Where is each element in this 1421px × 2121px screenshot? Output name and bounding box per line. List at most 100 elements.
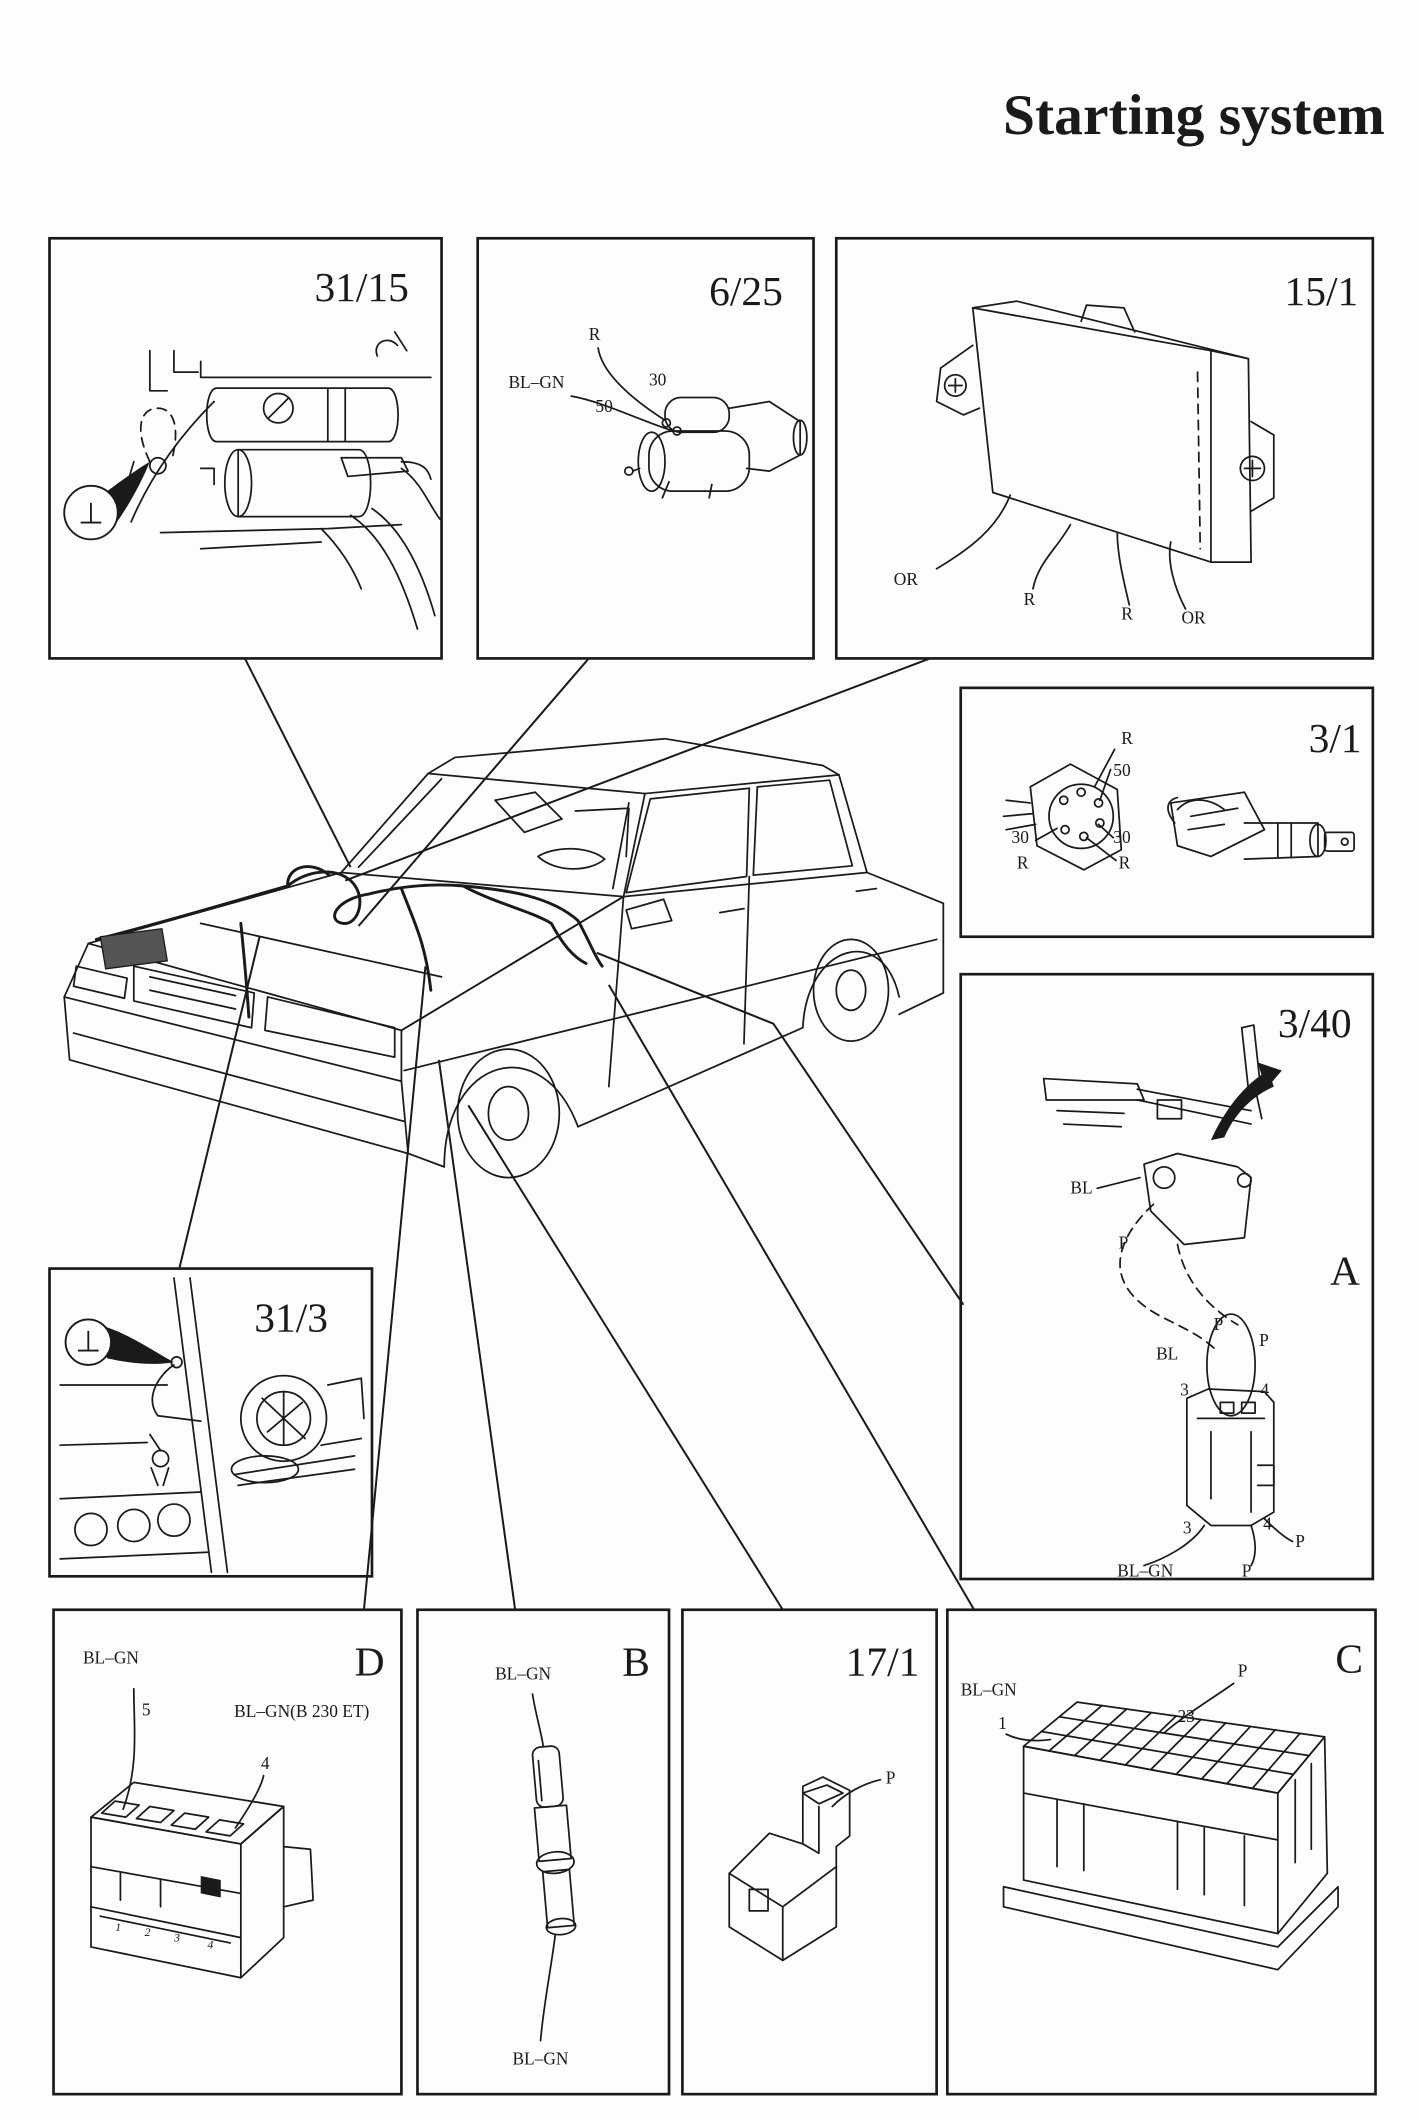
line-art-stroke <box>1243 459 1262 478</box>
panel-code: 3/40 <box>1278 1000 1352 1046</box>
line-art-stroke <box>1056 1109 1125 1128</box>
line-art-stroke <box>838 773 868 874</box>
line-art-stroke <box>541 1868 576 1929</box>
ground-icon <box>64 1318 112 1366</box>
ground-symbol: ⊥ <box>75 1325 101 1359</box>
line-art-stroke <box>59 1491 209 1560</box>
line-art-stroke <box>264 996 396 1059</box>
line-art-stroke <box>1078 831 1089 842</box>
pin-number: 2 <box>145 1925 151 1939</box>
line-art-stroke <box>728 1865 838 1962</box>
line-art-stroke <box>971 306 1212 563</box>
switch-label-30: 30 <box>1012 828 1030 847</box>
line-art-stroke <box>1005 1733 1052 1742</box>
line-art-stroke <box>1340 837 1349 846</box>
line-art-stroke <box>74 1512 108 1547</box>
line-art-stroke <box>1022 1745 1279 1935</box>
switch-label-r: R <box>1121 729 1133 748</box>
line-art-stroke <box>539 1934 557 2042</box>
line-art-stroke <box>607 984 975 1611</box>
line-art-stroke <box>99 1915 232 1944</box>
line-art-stroke <box>1176 1243 1239 1326</box>
line-art-stroke <box>648 430 751 493</box>
wire-label-p: P <box>1295 1532 1305 1551</box>
line-art-stroke <box>200 1876 221 1898</box>
line-art-stroke <box>400 467 442 521</box>
line-art-stroke <box>116 1508 151 1543</box>
line-art-stroke <box>834 236 1375 660</box>
line-art-stroke <box>340 456 432 480</box>
wire-label-or: OR <box>894 570 919 589</box>
line-art-stroke <box>1022 1701 1326 1794</box>
line-art-stroke <box>494 791 630 870</box>
line-art-stroke <box>570 395 674 432</box>
pin-number: 3 <box>173 1931 180 1945</box>
panel-code: 31/3 <box>254 1294 328 1340</box>
line-art-stroke <box>170 1812 210 1831</box>
line-art-stroke <box>151 1364 202 1422</box>
switch-label-30: 30 <box>1113 828 1131 847</box>
line-art-stroke <box>1076 787 1087 798</box>
line-art-stroke <box>148 456 167 475</box>
panel-3-40: 3/40 A BL P P P BL 3 <box>959 972 1375 1581</box>
line-art-stroke <box>233 1455 356 1487</box>
relay-location-marker <box>99 927 169 970</box>
line-art-stroke <box>1276 822 1293 859</box>
wire-label-r: R <box>589 325 601 344</box>
line-art-stroke <box>487 1085 530 1141</box>
panel-d: D 1 2 3 4 BL–GN 5 BL–GN(B 230 ET) 4 <box>52 1608 403 2096</box>
line-art-stroke <box>1256 1464 1275 1487</box>
relay-module-drawing <box>935 300 1275 563</box>
line-art-stroke <box>148 1433 170 1487</box>
line-art-stroke <box>52 1608 403 2096</box>
line-art-stroke <box>935 494 1012 570</box>
line-art-stroke <box>1257 1062 1282 1090</box>
line-art-stroke <box>199 467 215 486</box>
pin-label-4: 4 <box>1260 1381 1269 1400</box>
line-art-stroke <box>1156 1099 1183 1120</box>
line-art-stroke <box>1243 822 1319 860</box>
line-art-stroke <box>1093 798 1104 808</box>
line-art-stroke <box>148 349 432 392</box>
line-art-stroke <box>1096 1176 1141 1190</box>
line-art-stroke <box>148 976 237 1010</box>
line-art-stroke <box>239 1805 285 1979</box>
panel-code: 6/25 <box>709 268 783 314</box>
line-art-stroke <box>661 480 713 499</box>
wire-label-bl-gn: BL–GN <box>508 373 564 392</box>
line-art-stroke <box>1060 824 1070 835</box>
central-connector-drawing <box>1002 1701 1339 1971</box>
line-art-stroke <box>239 1374 328 1463</box>
line-art-stroke <box>159 523 403 550</box>
line-art-stroke <box>90 1865 242 1939</box>
line-art-stroke <box>357 777 630 890</box>
line-art-stroke <box>122 400 215 523</box>
line-art-stroke <box>456 1048 561 1179</box>
connector-17-1-drawing <box>728 1776 851 1962</box>
line-art-stroke <box>63 996 409 1155</box>
panel-6-25: 6/25 R 30 BL–GN 50 <box>476 236 815 660</box>
line-art-stroke <box>1094 818 1105 828</box>
line-art-stroke <box>835 969 867 1012</box>
line-art-stroke <box>399 887 433 992</box>
line-art-stroke <box>286 865 331 888</box>
detail-letter: A <box>1330 1248 1360 1294</box>
line-art-stroke <box>945 1608 1377 2096</box>
line-art-stroke <box>344 657 931 882</box>
panel-b: B BL–GN BL–GN <box>416 1608 671 2096</box>
pin-label-4: 4 <box>1263 1514 1272 1533</box>
line-art-stroke <box>959 972 1375 1581</box>
line-art-stroke <box>728 1776 851 1962</box>
line-art-stroke <box>205 1818 245 1837</box>
line-art-stroke <box>1152 1166 1176 1190</box>
panel-code: 17/1 <box>846 1638 920 1684</box>
line-art-stroke <box>971 300 1250 360</box>
line-art-stroke <box>1058 795 1069 806</box>
line-art-stroke <box>1196 1417 1266 1513</box>
panel-3-1: 3/1 R 50 30 R 30 R <box>959 686 1375 939</box>
wiring-harness <box>94 865 604 1019</box>
line-art-stroke <box>1219 1401 1235 1414</box>
line-art-stroke <box>282 1845 314 1908</box>
line-art-stroke <box>1116 531 1131 606</box>
